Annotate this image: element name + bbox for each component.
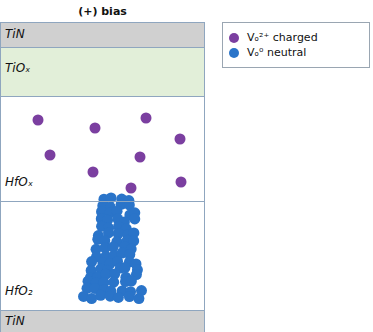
vacancy-dot (90, 123, 101, 134)
vacancy-dot (33, 115, 44, 126)
vacancy-dot (176, 177, 187, 188)
oxide-layer: HfO₂ (0, 201, 205, 311)
legend-box: Vₒ²⁺ chargedVₒ⁰ neutral (222, 22, 370, 68)
layer-label: TiN (5, 27, 25, 41)
vacancy-dot (141, 113, 152, 124)
vacancy-dot (113, 292, 124, 303)
oxide-layer: TiOₓ (0, 47, 205, 97)
charged-vacancies (33, 113, 187, 194)
layer-label: HfOₓ (5, 175, 33, 189)
legend-text: Vₒ⁰ neutral (247, 46, 306, 59)
conductive-filament (78, 192, 147, 304)
vacancy-dot (88, 167, 99, 178)
electrode-layer: TiN (0, 310, 205, 332)
layer-label: TiN (5, 314, 25, 328)
legend-row: Vₒ⁰ neutral (229, 46, 363, 59)
vacancy-dot (95, 290, 106, 301)
vacancy-dot (126, 183, 137, 194)
diagram-title: (+) bias (0, 5, 205, 18)
vacancy-dot (45, 150, 56, 161)
vacancy-dot (135, 152, 146, 163)
legend-text: Vₒ²⁺ charged (247, 31, 318, 44)
vacancy-dot (133, 293, 144, 304)
layer-label: HfO₂ (5, 284, 33, 298)
legend-swatch (229, 33, 239, 43)
vacancy-dot (175, 134, 186, 145)
vacancy-dot (126, 276, 137, 287)
oxide-layer: HfOₓ (0, 96, 205, 202)
vacancy-dot (124, 291, 135, 302)
legend-row: Vₒ²⁺ charged (229, 31, 363, 44)
layer-label: TiOₓ (5, 61, 30, 75)
electrode-layer: TiN (0, 22, 205, 48)
vacancy-dot (119, 262, 130, 273)
vacancy-dot (129, 213, 140, 224)
legend-swatch (229, 48, 239, 58)
